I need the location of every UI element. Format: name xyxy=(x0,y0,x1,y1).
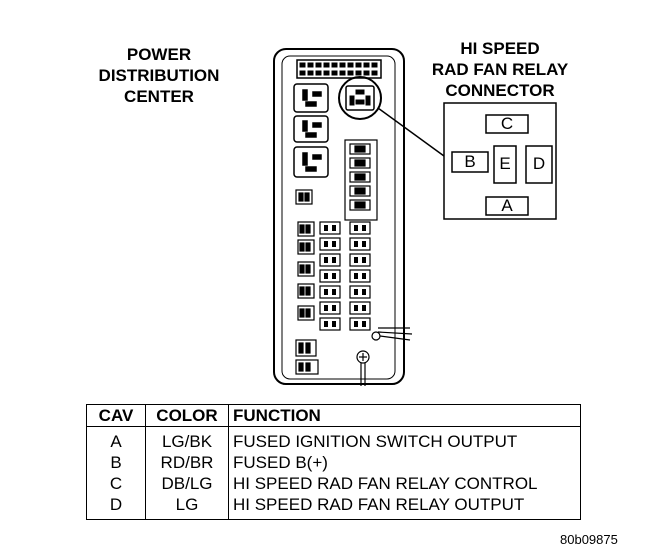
cell-function: HI SPEED RAD FAN RELAY OUTPUT xyxy=(228,494,581,520)
cell-function: FUSED IGNITION SWITCH OUTPUT xyxy=(228,426,581,452)
cell-cav: B xyxy=(86,452,146,473)
cell-cav: C xyxy=(86,473,146,494)
pdc-relays xyxy=(293,83,329,178)
connector-title: HI SPEED RAD FAN RELAY CONNECTOR xyxy=(408,38,592,101)
pdc-wires xyxy=(356,327,413,386)
table-row: B RD/BR FUSED B(+) xyxy=(86,452,581,473)
cell-color: RD/BR xyxy=(145,452,229,473)
connector-title-line-2: RAD FAN RELAY xyxy=(431,60,569,79)
connector-title-line-3: CONNECTOR xyxy=(445,81,555,100)
connector-pin-c: C xyxy=(500,114,514,133)
pdc-fuse-grid xyxy=(319,221,371,331)
pdc-fuse-column xyxy=(344,139,378,221)
table-row: C DB/LG HI SPEED RAD FAN RELAY CONTROL xyxy=(86,473,581,494)
cell-function: FUSED B(+) xyxy=(228,452,581,473)
cell-function: HI SPEED RAD FAN RELAY CONTROL xyxy=(228,473,581,494)
pdc-title-line-2: DISTRIBUTION xyxy=(98,66,220,85)
connector-pin-e: E xyxy=(499,154,511,173)
table-row: D LG HI SPEED RAD FAN RELAY OUTPUT xyxy=(86,494,581,520)
pdc-title-line-1: POWER xyxy=(126,45,192,64)
callout-line xyxy=(377,107,445,157)
connector-pin-d: D xyxy=(532,154,546,173)
cavity-table: CAV COLOR FUNCTION A LG/BK FUSED IGNITIO… xyxy=(86,404,581,520)
table-header-row: CAV COLOR FUNCTION xyxy=(86,404,581,427)
figure-id: 80b09875 xyxy=(560,532,618,547)
table-row: A LG/BK FUSED IGNITION SWITCH OUTPUT xyxy=(86,426,581,452)
pdc-title-line-3: CENTER xyxy=(124,87,194,106)
pdc-housing xyxy=(273,48,405,385)
pdc-title: POWER DISTRIBUTION CENTER xyxy=(78,44,240,107)
cell-color: LG xyxy=(145,494,229,520)
header-cav: CAV xyxy=(86,404,146,427)
cell-cav: A xyxy=(86,426,146,452)
pdc-side-connectors xyxy=(295,189,319,375)
connector-face xyxy=(443,102,557,220)
cell-color: DB/LG xyxy=(145,473,229,494)
hi-speed-relay-location xyxy=(338,76,382,120)
connector-pin-a: A xyxy=(501,196,513,215)
connector-pin-b: B xyxy=(464,152,476,171)
connector-title-line-1: HI SPEED xyxy=(460,39,540,58)
cell-cav: D xyxy=(86,494,146,520)
header-color: COLOR xyxy=(145,404,229,427)
cell-color: LG/BK xyxy=(145,426,229,452)
pdc-top-connector xyxy=(296,59,382,79)
header-function: FUNCTION xyxy=(228,404,581,427)
